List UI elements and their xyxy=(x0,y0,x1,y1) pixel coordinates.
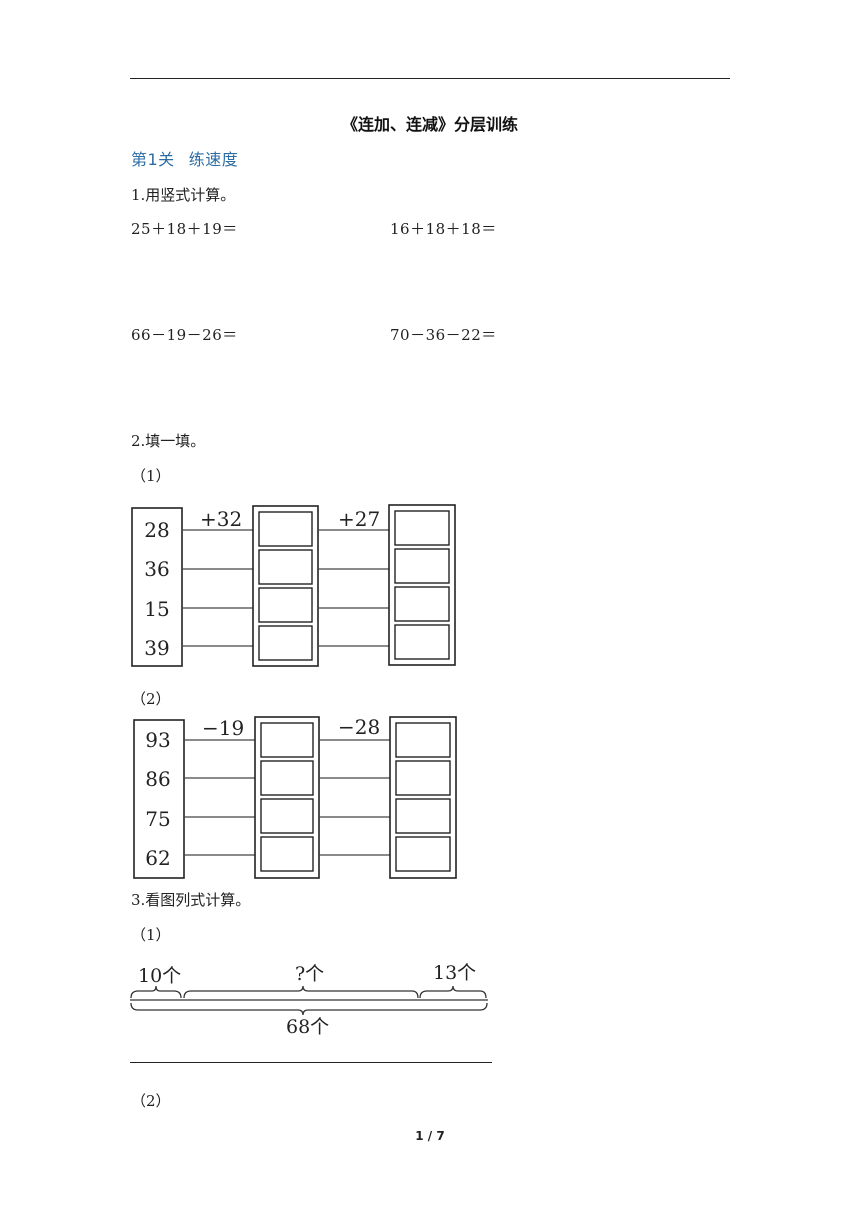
right-segment-brace xyxy=(419,985,487,999)
answer-line xyxy=(130,1062,492,1063)
answer-box xyxy=(260,760,314,796)
right-segment-label: 13个 xyxy=(433,962,476,984)
page-title: 《连加、连减》分层训练 xyxy=(341,115,518,134)
segment-brace-diagram: 10个 ?个 13个 68个 xyxy=(130,962,488,1038)
header-rule xyxy=(130,78,730,79)
answer-box xyxy=(260,722,314,758)
start-number: 86 xyxy=(145,767,170,791)
start-number: 93 xyxy=(145,728,170,752)
answer-box xyxy=(394,624,450,660)
section-label: 第1关 xyxy=(131,150,175,169)
start-number: 28 xyxy=(144,518,169,542)
question-3-part-1-label: （1） xyxy=(131,926,171,944)
answer-box xyxy=(258,511,313,547)
start-number: 36 xyxy=(144,557,169,581)
number-column-frame xyxy=(131,507,183,667)
answer-column-frame xyxy=(252,505,319,667)
expression-1: 25＋18＋19＝ xyxy=(131,220,238,238)
total-label: 68个 xyxy=(286,1016,329,1038)
addition-chain-diagram: 28 36 15 39 +32 +27 xyxy=(131,504,456,667)
question-2-part-1-label: （1） xyxy=(131,467,171,485)
start-number: 75 xyxy=(145,807,170,831)
answer-box xyxy=(394,548,450,584)
expression-2: 16＋18＋18＝ xyxy=(390,220,497,238)
answer-box xyxy=(395,722,451,758)
answer-column-frame xyxy=(254,716,320,879)
subtraction-chain-diagram: 93 86 75 62 −19 −28 xyxy=(133,715,457,879)
total-brace xyxy=(130,1002,488,1016)
page-number: 1 / 7 xyxy=(415,1129,445,1143)
left-segment-label: 10个 xyxy=(138,965,181,987)
expression-4: 70－36－22＝ xyxy=(390,326,497,344)
answer-box xyxy=(394,586,450,622)
answer-box xyxy=(258,625,313,661)
answer-box xyxy=(395,760,451,796)
answer-box xyxy=(260,836,314,872)
question-3-part-2-label: （2） xyxy=(131,1092,171,1110)
operation-label: +32 xyxy=(200,507,242,531)
unknown-segment-label: ?个 xyxy=(295,963,324,985)
left-segment-brace xyxy=(130,985,182,999)
expression-3: 66－19－26＝ xyxy=(131,326,238,344)
start-number: 62 xyxy=(145,846,170,870)
start-number: 39 xyxy=(144,636,169,660)
answer-column-frame xyxy=(388,504,456,666)
operation-label: −28 xyxy=(338,715,380,739)
question-2-label: 2.填一填。 xyxy=(131,432,206,450)
operation-label: +27 xyxy=(338,507,380,531)
answer-box xyxy=(258,587,313,623)
question-1-label: 1.用竖式计算。 xyxy=(131,186,236,204)
operation-label: −19 xyxy=(202,716,244,740)
answer-box xyxy=(260,798,314,834)
number-column-frame xyxy=(133,719,185,879)
middle-segment-brace xyxy=(183,985,419,999)
question-2-part-2-label: （2） xyxy=(131,690,171,708)
section-heading: 第1关练速度 xyxy=(131,146,238,170)
answer-box xyxy=(394,510,450,546)
start-number: 15 xyxy=(144,597,169,621)
section-name: 练速度 xyxy=(188,150,239,169)
answer-box xyxy=(395,798,451,834)
answer-box xyxy=(395,836,451,872)
answer-box xyxy=(258,549,313,585)
question-3-label: 3.看图列式计算。 xyxy=(131,891,251,909)
answer-column-frame xyxy=(389,716,457,879)
